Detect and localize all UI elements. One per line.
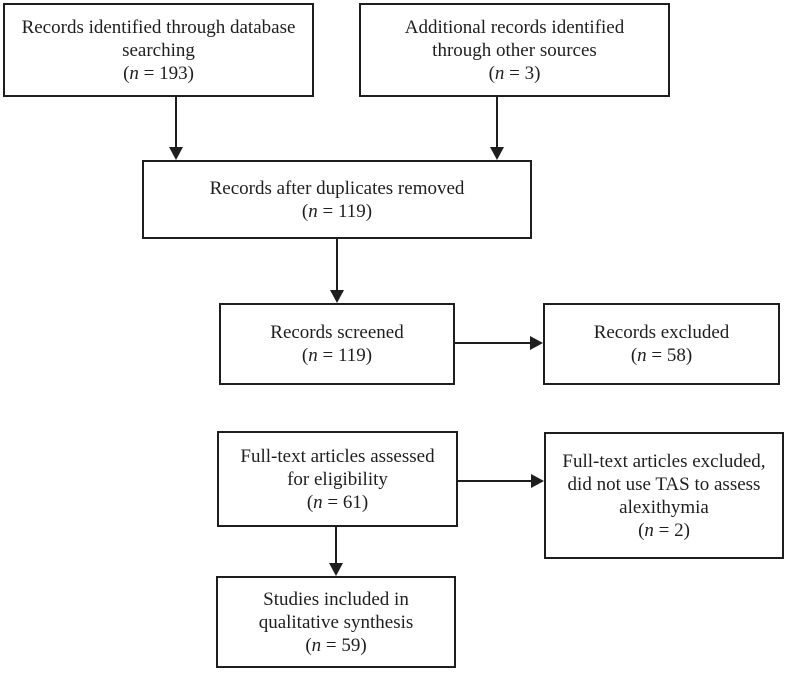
node-text-line: Records excluded <box>593 322 730 343</box>
arrowhead-down-icon <box>490 147 504 160</box>
arrowhead-right-icon <box>531 474 544 488</box>
node-records-after-duplicates: Records after duplicates removed (n = 11… <box>142 160 532 239</box>
arrow-line-duplicates-to-screened <box>336 239 338 291</box>
node-text-line: Additional records identified <box>404 16 625 38</box>
arrowhead-right-icon <box>530 336 543 350</box>
node-count-line: (n = 193) <box>123 62 194 84</box>
node-text-line: through other sources <box>432 39 597 61</box>
node-text-line: Full-text articles assessed <box>240 445 435 467</box>
node-count-line: (n = 59) <box>305 634 367 656</box>
node-text-line: searching <box>122 39 195 61</box>
node-records-excluded: Records excluded (n = 58) <box>543 303 780 385</box>
node-records-screened: Records screened (n = 119) <box>219 303 455 385</box>
node-text-line: Records identified through database <box>21 16 296 38</box>
node-text-line: alexithymia <box>619 496 709 518</box>
node-text-line: Records after duplicates removed <box>209 177 465 199</box>
node-text-line: Studies included in <box>263 588 409 610</box>
node-count-line: (n = 2) <box>638 519 690 541</box>
node-text-line: for eligibility <box>287 468 388 490</box>
node-count-line: (n = 58) <box>630 345 693 366</box>
arrowhead-down-icon <box>329 563 343 576</box>
arrow-line-screened-to-excluded <box>454 342 532 344</box>
arrow-line-fulltext-to-included <box>335 527 337 564</box>
node-text-line: did not use TAS to assess <box>567 473 761 495</box>
arrow-line-additional-to-duplicates <box>496 97 498 148</box>
node-count-line: (n = 119) <box>301 200 373 222</box>
node-count-line: (n = 61) <box>306 491 369 513</box>
node-records-identified-database: Records identified through database sear… <box>3 3 314 97</box>
node-text-line: qualitative synthesis <box>258 611 414 633</box>
node-fulltext-excluded: Full-text articles excluded, did not use… <box>544 432 784 559</box>
node-count-line: (n = 3) <box>488 62 541 84</box>
node-studies-included: Studies included in qualitative synthesi… <box>216 576 456 668</box>
arrow-line-identified-to-duplicates <box>175 97 177 148</box>
arrow-line-fulltext-to-ftexcluded <box>458 480 533 482</box>
node-text-line: Records screened <box>270 322 404 343</box>
node-additional-records-other-sources: Additional records identified through ot… <box>359 3 670 97</box>
arrowhead-down-icon <box>330 290 344 303</box>
node-text-line: Full-text articles excluded, <box>562 450 766 472</box>
node-count-line: (n = 119) <box>301 345 373 366</box>
arrowhead-down-icon <box>169 147 183 160</box>
node-fulltext-assessed: Full-text articles assessed for eligibil… <box>217 431 458 527</box>
